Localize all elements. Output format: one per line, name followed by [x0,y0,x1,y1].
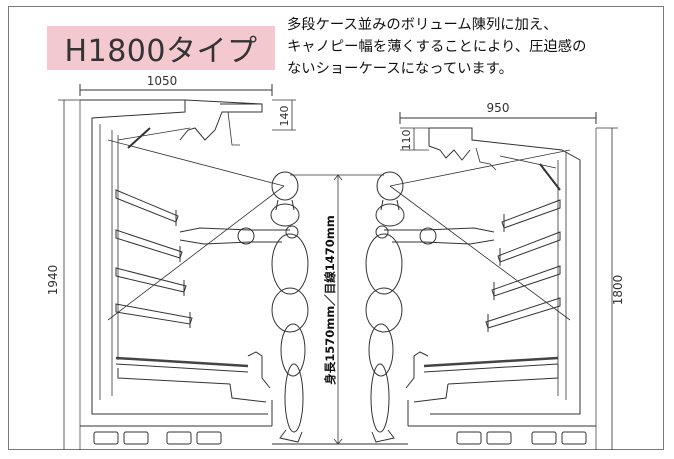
description-text: 多段ケース並みのボリューム陳列に加え、 キャノピー幅を薄くすることにより、圧迫感… [287,14,657,80]
right-human-figure [365,149,571,443]
right-depth-label: 950 [487,101,510,115]
left-canopy-label: 140 [278,106,291,127]
description-line-1: 多段ケース並みのボリューム陳列に加え、 [287,17,558,33]
right-canopy-label: 110 [400,130,413,151]
description-line-3: ないショーケースになっています。 [287,61,513,77]
eye-level-label: 身長1570mm／目線1470mm [323,215,337,384]
title-badge: H1800タイプ [47,26,275,70]
left-human-figure [107,139,309,443]
right-height-label: 1800 [611,275,625,306]
page-title: H1800タイプ [64,34,258,69]
left-showcase [79,99,273,450]
left-depth-label: 1050 [147,74,178,88]
figure-frame [8,6,664,450]
description-line-2: キャノピー幅を薄くすることにより、圧迫感の [287,39,587,55]
right-showcase [405,127,597,450]
left-height-label: 1940 [46,265,60,296]
